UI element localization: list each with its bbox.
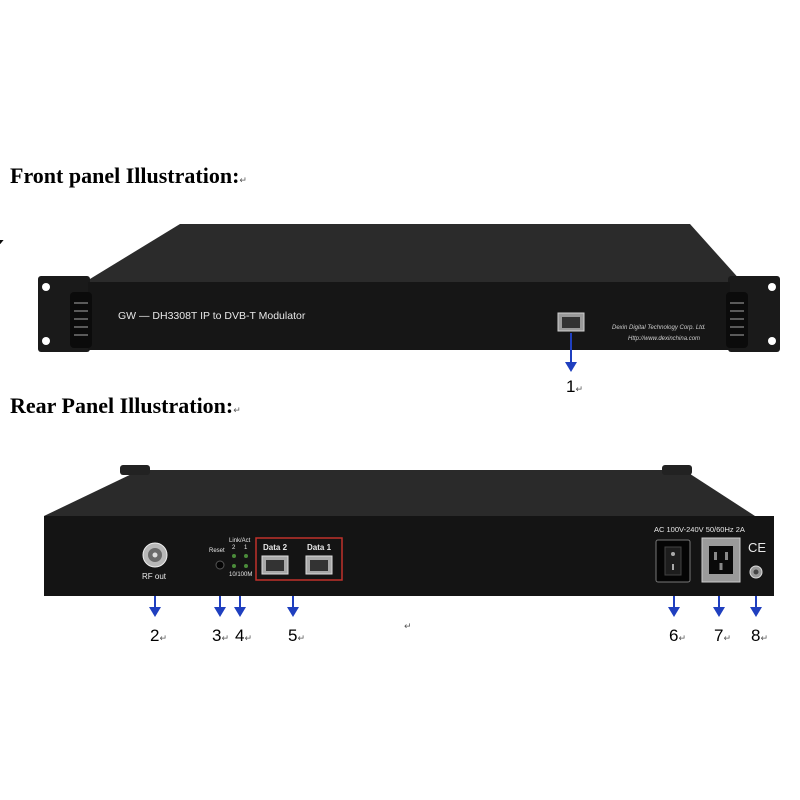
return-mark: ↵ <box>297 634 306 644</box>
rack-hole <box>42 283 50 291</box>
led-speed-1 <box>244 564 248 568</box>
rf-out-label: RF out <box>142 572 167 581</box>
callout-1: 1↵ <box>566 377 583 397</box>
callout-6-number: 6 <box>669 626 679 645</box>
front-panel-heading-text: Front panel Illustration: <box>10 163 240 188</box>
switch-off-mark <box>672 564 674 570</box>
return-mark: ↵ <box>723 634 732 644</box>
front-panel-heading: Front panel Illustration:↵ <box>10 163 247 189</box>
ce-mark: CE <box>748 540 767 555</box>
power-switch-rocker <box>664 546 682 576</box>
rear-panel-heading: Rear Panel Illustration:↵ <box>10 393 241 419</box>
callout-2: 2↵ <box>150 626 167 646</box>
callout-7-number: 7 <box>714 626 724 645</box>
rf-connector-pin <box>152 552 158 558</box>
front-face <box>88 282 730 350</box>
data1-label: Data 1 <box>307 543 332 552</box>
switch-on-mark <box>671 552 675 556</box>
return-mark: ↵ <box>239 176 247 186</box>
callout-4: 4↵ <box>235 626 252 646</box>
data1-socket <box>310 560 328 571</box>
data2-socket <box>266 560 284 571</box>
callout-2-number: 2 <box>150 626 160 645</box>
rack-hole <box>768 337 776 345</box>
callout-7: 7↵ <box>714 626 731 646</box>
return-mark: ↵ <box>678 634 687 644</box>
callout-3: 3↵ <box>212 626 229 646</box>
port-num-2: 2 <box>232 545 236 551</box>
return-mark: ↵ <box>244 634 253 644</box>
front-chassis-top <box>85 224 742 282</box>
return-mark: ↵ <box>221 634 230 644</box>
callout-5-number: 5 <box>288 626 298 645</box>
rack-hole <box>42 337 50 345</box>
port-num-1: 1 <box>244 545 248 551</box>
rear-tab-left <box>120 465 150 475</box>
rear-callout-arrows <box>154 596 757 611</box>
front-model-label: GW — DH3308T IP to DVB-T Modulator <box>118 310 306 322</box>
led-link-1 <box>244 554 248 558</box>
rear-tab-right <box>662 465 692 475</box>
data-ports-highlight <box>255 537 343 581</box>
reset-button <box>215 560 225 570</box>
front-vent-left <box>0 240 4 244</box>
callout-8: 8↵ <box>751 626 768 646</box>
callout-3-number: 3 <box>212 626 222 645</box>
front-website: Http://www.dexinchina.com <box>628 336 701 342</box>
callout-8-number: 8 <box>751 626 761 645</box>
return-mark: ↵ <box>575 385 584 395</box>
led-link-2 <box>232 554 236 558</box>
front-ethernet-socket <box>562 317 580 328</box>
callout-arrowhead-1 <box>565 362 577 372</box>
return-mark: ↵ <box>404 622 412 632</box>
return-mark: ↵ <box>760 634 769 644</box>
front-company-name: Dexin Digital Technology Corp. Ltd. <box>612 325 706 331</box>
return-mark: ↵ <box>159 634 168 644</box>
led-speed-2 <box>232 564 236 568</box>
speed-label: 10/100M <box>229 572 253 578</box>
callout-4-number: 4 <box>235 626 245 645</box>
rear-chassis-top <box>44 470 755 516</box>
callout-1-number: 1 <box>566 377 576 396</box>
callout-5: 5↵ <box>288 626 305 646</box>
rack-hole <box>768 283 776 291</box>
return-mark: ↵ <box>233 406 241 416</box>
data2-label: Data 2 <box>263 543 288 552</box>
rear-callout-arrowheads <box>149 607 762 617</box>
rear-panel-heading-text: Rear Panel Illustration: <box>10 393 234 418</box>
handle-grip-lines <box>74 302 744 336</box>
callout-6: 6↵ <box>669 626 686 646</box>
link-act-label: Link/Act <box>229 538 251 544</box>
power-rating-label: AC 100V-240V 50/60Hz 2A <box>654 525 745 534</box>
reset-label: Reset <box>209 548 225 554</box>
